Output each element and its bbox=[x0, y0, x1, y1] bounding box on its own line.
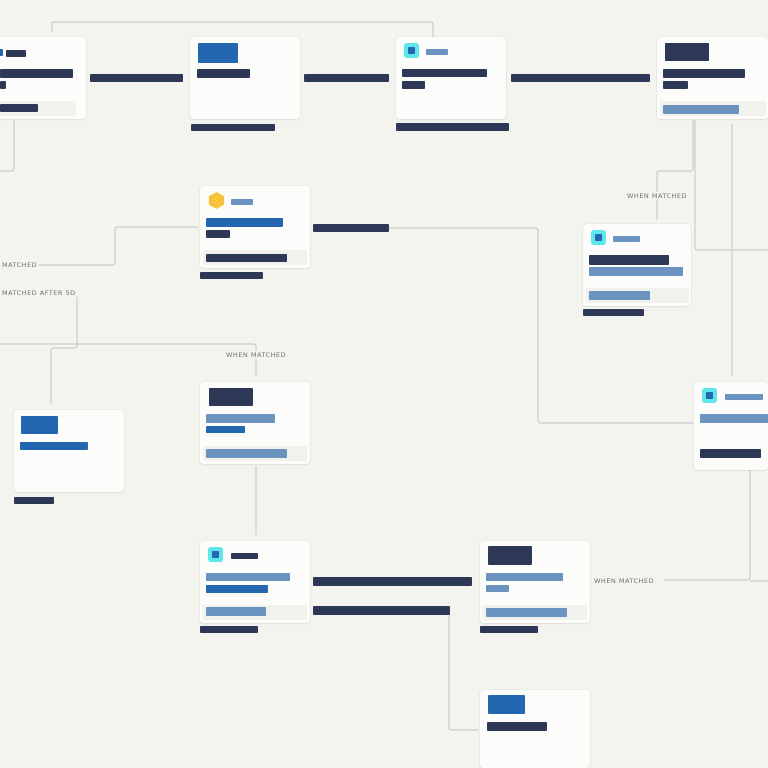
node-title-redacted bbox=[488, 546, 532, 565]
connector bbox=[389, 227, 693, 424]
node-title-redacted bbox=[613, 236, 640, 242]
connector-label-redacted bbox=[313, 606, 450, 615]
node-value-redacted bbox=[700, 449, 761, 458]
flow-node-action[interactable] bbox=[694, 382, 768, 470]
connector bbox=[664, 470, 751, 581]
flow-node-action[interactable] bbox=[14, 410, 124, 492]
connector-label-redacted bbox=[304, 74, 389, 82]
flow-node-action[interactable] bbox=[583, 224, 691, 306]
connector bbox=[0, 120, 15, 172]
connector bbox=[50, 293, 78, 404]
node-title-redacted bbox=[198, 43, 238, 63]
node-text-redacted bbox=[20, 442, 88, 450]
node-text-redacted bbox=[206, 414, 275, 423]
edge-label: WHEN MATCHED bbox=[224, 351, 289, 359]
node-text-redacted bbox=[0, 81, 6, 89]
connector bbox=[0, 343, 257, 376]
node-caption-redacted bbox=[191, 124, 275, 131]
node-title-redacted bbox=[725, 394, 763, 400]
node-text-redacted bbox=[589, 255, 669, 265]
node-caption-redacted bbox=[583, 309, 644, 316]
flow-node-action[interactable] bbox=[0, 37, 86, 119]
square-action-icon bbox=[591, 230, 606, 245]
connector bbox=[30, 226, 198, 266]
node-text-redacted bbox=[700, 414, 768, 423]
node-text-redacted bbox=[486, 573, 563, 581]
flow-node-action[interactable] bbox=[480, 541, 590, 623]
connector-label-redacted bbox=[313, 577, 472, 586]
node-caption-redacted bbox=[480, 626, 538, 633]
node-title-redacted bbox=[209, 388, 253, 406]
connector-label-redacted bbox=[90, 74, 183, 82]
connector-label-redacted bbox=[313, 224, 389, 232]
edge-label: WHEN MATCHED bbox=[625, 192, 690, 200]
node-value-redacted bbox=[206, 254, 287, 262]
node-text-redacted bbox=[486, 585, 509, 592]
node-value-redacted bbox=[0, 104, 38, 112]
node-text-redacted bbox=[197, 69, 250, 78]
node-title-redacted bbox=[426, 49, 448, 55]
node-text-redacted bbox=[206, 230, 230, 238]
square-action-icon bbox=[208, 547, 223, 562]
node-text-redacted bbox=[0, 69, 73, 78]
node-text-redacted bbox=[206, 426, 245, 433]
square-action-icon bbox=[702, 388, 717, 403]
node-text-redacted bbox=[206, 573, 290, 581]
connector bbox=[656, 120, 694, 220]
node-title-redacted bbox=[21, 416, 58, 434]
node-title-redacted bbox=[231, 199, 253, 205]
flow-node-action[interactable] bbox=[480, 690, 590, 768]
lightning-icon: ⚡ bbox=[208, 192, 225, 209]
node-text-redacted bbox=[487, 722, 547, 731]
connector bbox=[694, 120, 768, 251]
node-value-redacted bbox=[206, 607, 266, 616]
edge-label: MATCHED AFTER 5D bbox=[0, 289, 78, 297]
node-title-redacted bbox=[6, 50, 26, 57]
square-action-icon bbox=[404, 43, 419, 58]
node-caption-redacted bbox=[396, 123, 509, 131]
node-text-redacted bbox=[402, 81, 425, 89]
node-title-redacted bbox=[231, 553, 258, 559]
flow-node-trigger[interactable]: ⚡ bbox=[200, 186, 310, 268]
node-text-redacted bbox=[402, 69, 487, 77]
node-text-redacted bbox=[206, 218, 283, 227]
node-text-redacted bbox=[663, 69, 745, 78]
node-caption-redacted bbox=[200, 626, 258, 633]
connector bbox=[448, 612, 478, 731]
edge-label: WHEN MATCHED bbox=[592, 577, 657, 585]
flow-node-action[interactable] bbox=[200, 382, 310, 464]
node-value-redacted bbox=[589, 291, 650, 300]
node-text-redacted bbox=[663, 81, 688, 89]
node-caption-redacted bbox=[14, 497, 54, 504]
connector bbox=[51, 21, 434, 37]
edge-label: MATCHED bbox=[0, 261, 40, 269]
node-value-redacted bbox=[663, 105, 739, 114]
node-value-redacted bbox=[486, 608, 567, 617]
flow-node-action[interactable] bbox=[657, 37, 768, 119]
flow-node-action[interactable] bbox=[190, 37, 300, 119]
node-title-redacted bbox=[488, 695, 525, 714]
node-value-redacted bbox=[206, 449, 287, 458]
flow-node-action[interactable] bbox=[200, 541, 310, 623]
flow-node-action[interactable] bbox=[396, 37, 506, 119]
node-text-redacted bbox=[589, 267, 683, 276]
connector-label-redacted bbox=[511, 74, 650, 82]
node-text-redacted bbox=[206, 585, 268, 593]
node-title-redacted bbox=[665, 43, 709, 61]
node-caption-redacted bbox=[200, 272, 263, 279]
